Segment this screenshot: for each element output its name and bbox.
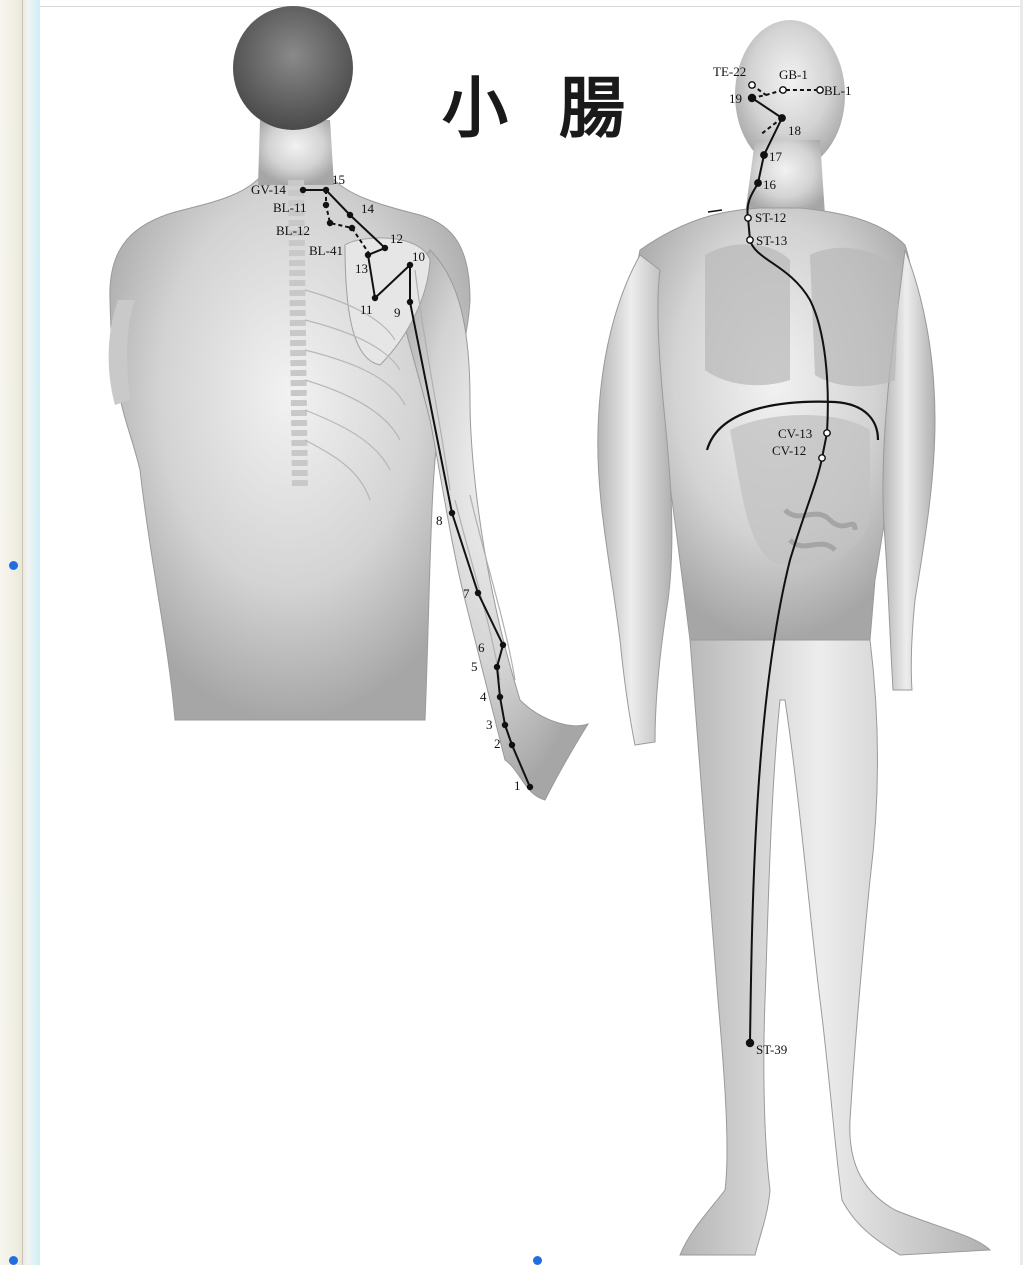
label-si19: 19 <box>729 92 742 106</box>
label-gb1: GB-1 <box>779 68 808 82</box>
label-bl11: BL-11 <box>273 201 306 215</box>
resize-handle-left[interactable] <box>9 561 18 570</box>
label-si18: 18 <box>788 124 801 138</box>
label-si6: 6 <box>478 641 485 655</box>
label-si15: 15 <box>332 173 345 187</box>
label-si1: 1 <box>514 779 521 793</box>
label-bl1: BL-1 <box>824 84 851 98</box>
label-cv13: CV-13 <box>778 427 812 441</box>
label-si13: 13 <box>355 262 368 276</box>
label-si12: 12 <box>390 232 403 246</box>
label-si5: 5 <box>471 660 478 674</box>
resize-handle-bottom-left[interactable] <box>9 1256 18 1265</box>
back-head-hair <box>233 6 353 130</box>
label-bl12: BL-12 <box>276 224 310 238</box>
diagram-title: 小 腸 <box>442 55 639 151</box>
front-neck <box>745 140 825 215</box>
front-legs <box>680 640 990 1255</box>
label-si2: 2 <box>494 737 501 751</box>
label-si4: 4 <box>480 690 487 704</box>
label-st12: ST-12 <box>755 211 786 225</box>
label-si8: 8 <box>436 514 443 528</box>
diagram-page: 小 腸 GV-14 BL-11 BL-12 BL-41 15 14 13 12 … <box>40 0 1023 1265</box>
label-cv12: CV-12 <box>772 444 806 458</box>
label-st13: ST-13 <box>756 234 787 248</box>
label-si16: 16 <box>763 178 776 192</box>
label-te22: TE-22 <box>713 65 746 79</box>
document-margin <box>0 0 40 1265</box>
label-st39: ST-39 <box>756 1043 787 1057</box>
label-si7: 7 <box>463 587 470 601</box>
label-si11: 11 <box>360 303 373 317</box>
label-si10: 10 <box>412 250 425 264</box>
label-si17: 17 <box>769 150 782 164</box>
meridian-figure <box>40 0 1023 1265</box>
margin-rule <box>22 0 23 1265</box>
label-si9: 9 <box>394 306 401 320</box>
label-bl41: BL-41 <box>309 244 343 258</box>
label-gv14: GV-14 <box>251 183 286 197</box>
label-si3: 3 <box>486 718 493 732</box>
front-clavicle-mark <box>708 210 722 212</box>
front-view-figure <box>598 20 990 1255</box>
label-si14: 14 <box>361 202 374 216</box>
